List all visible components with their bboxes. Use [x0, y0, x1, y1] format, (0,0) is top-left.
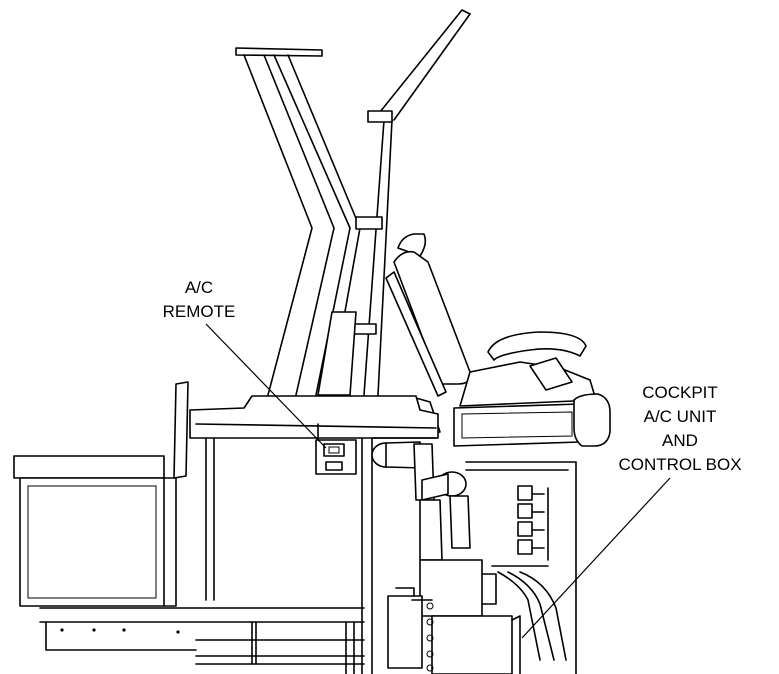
callout-ac-remote: A/C REMOTE — [163, 278, 327, 449]
platform-deck — [189, 395, 439, 674]
ac-ducting — [371, 441, 567, 661]
ac-unit-and-control-box — [387, 559, 521, 674]
lower-chassis — [39, 607, 365, 674]
cockpit-enclosure — [371, 437, 577, 674]
left-step-box — [13, 381, 189, 607]
callout-cockpit-line4: CONTROL BOX — [618, 455, 741, 474]
operator-seat — [385, 233, 611, 447]
callout-cockpit-line3: AND — [662, 431, 698, 450]
callout-cockpit-line2: A/C UNIT — [644, 407, 717, 426]
boom-frame — [235, 9, 471, 396]
ac-remote-panel — [315, 423, 357, 475]
callout-ac-remote-line1: A/C — [185, 278, 213, 297]
leader-line-ac-remote — [205, 323, 327, 449]
leader-line-cockpit-unit — [521, 477, 671, 639]
callout-cockpit-line1: COCKPIT — [642, 383, 718, 402]
callout-cockpit-ac-unit: COCKPIT A/C UNIT AND CONTROL BOX — [521, 383, 742, 639]
callout-ac-remote-line2: REMOTE — [163, 302, 236, 321]
